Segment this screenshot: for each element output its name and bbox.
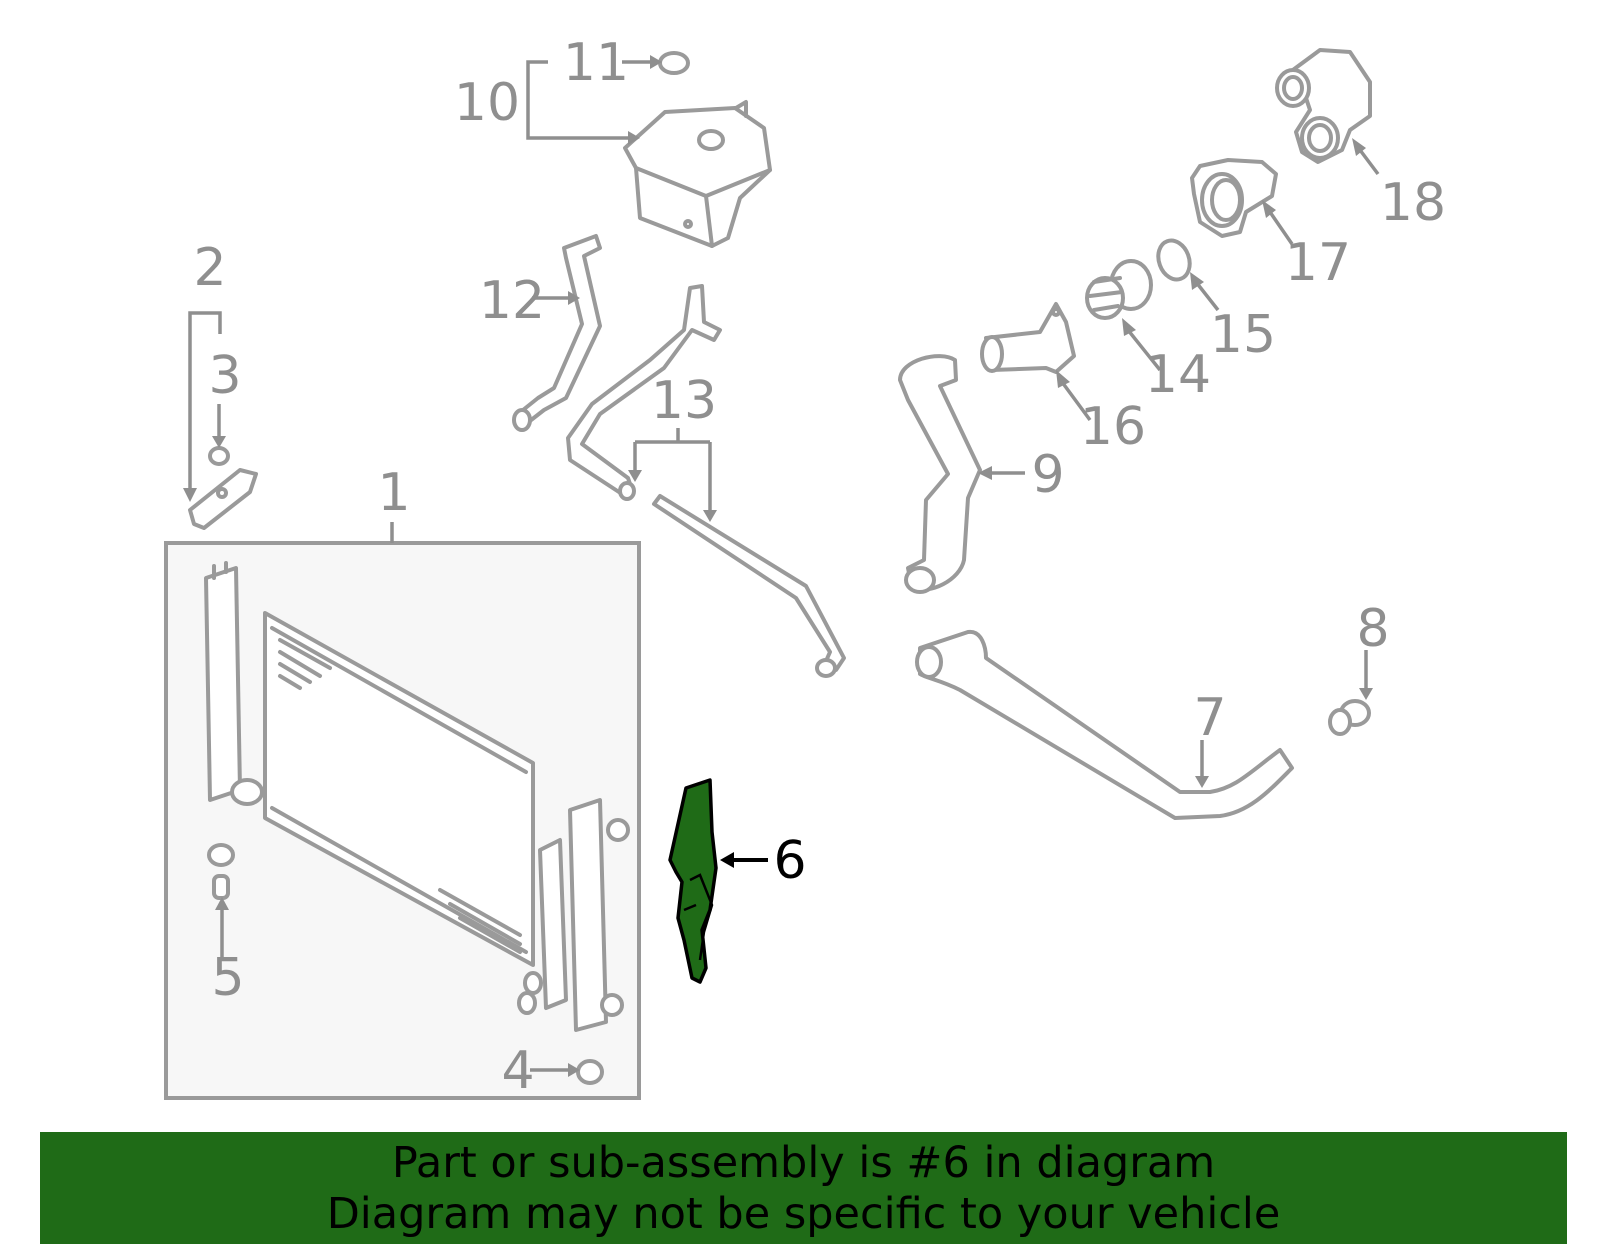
part-8-plug[interactable] (1328, 650, 1373, 736)
callout-9: 9 (1031, 445, 1064, 505)
part-11-cap[interactable] (622, 51, 690, 75)
callout-17: 17 (1285, 233, 1351, 293)
part-12-reservoir-hose[interactable] (512, 234, 602, 432)
callout-10: 10 (454, 73, 520, 133)
part-1-radiator-assembly[interactable] (164, 522, 641, 1100)
part-13-bypass-hoses[interactable] (566, 284, 846, 678)
callout-14: 14 (1145, 345, 1211, 405)
part-7-lower-hose[interactable] (915, 629, 1294, 820)
callout-11: 11 (563, 33, 629, 93)
callout-15: 15 (1210, 305, 1276, 365)
part-3-nut[interactable] (208, 404, 230, 466)
callout-1: 1 (377, 463, 410, 523)
part-18-outlet-pipe[interactable] (1275, 48, 1380, 176)
callout-8: 8 (1356, 599, 1389, 659)
callout-16: 16 (1080, 397, 1146, 457)
callout-3: 3 (208, 346, 241, 406)
callout-6: 6 (773, 831, 806, 891)
part-2-bracket[interactable] (183, 311, 258, 530)
banner-line-1: Part or sub-assembly is #6 in diagram (391, 1138, 1216, 1188)
callout-5: 5 (211, 948, 244, 1008)
part-10-reservoir-tank[interactable] (526, 60, 772, 248)
info-banner: Part or sub-assembly is #6 in diagram Di… (40, 1132, 1567, 1244)
callout-7: 7 (1193, 688, 1226, 748)
part-5-mount-cushion[interactable] (207, 843, 235, 960)
part-9-upper-hose[interactable] (898, 354, 1025, 594)
callout-12: 12 (479, 271, 545, 331)
part-17-thermostat-housing[interactable] (1190, 158, 1294, 245)
part-15-gasket[interactable] (1153, 236, 1220, 312)
callout-18: 18 (1380, 173, 1446, 233)
banner-line-2: Diagram may not be specific to your vehi… (326, 1189, 1281, 1239)
callout-4: 4 (501, 1041, 534, 1101)
callout-13: 13 (651, 371, 717, 431)
callout-2: 2 (193, 238, 226, 298)
part-16-water-outlet[interactable] (980, 302, 1092, 422)
part-14-thermostat[interactable] (1085, 259, 1162, 372)
part-6-deflector[interactable] (668, 778, 768, 984)
part-4-grommet[interactable] (530, 1059, 604, 1085)
